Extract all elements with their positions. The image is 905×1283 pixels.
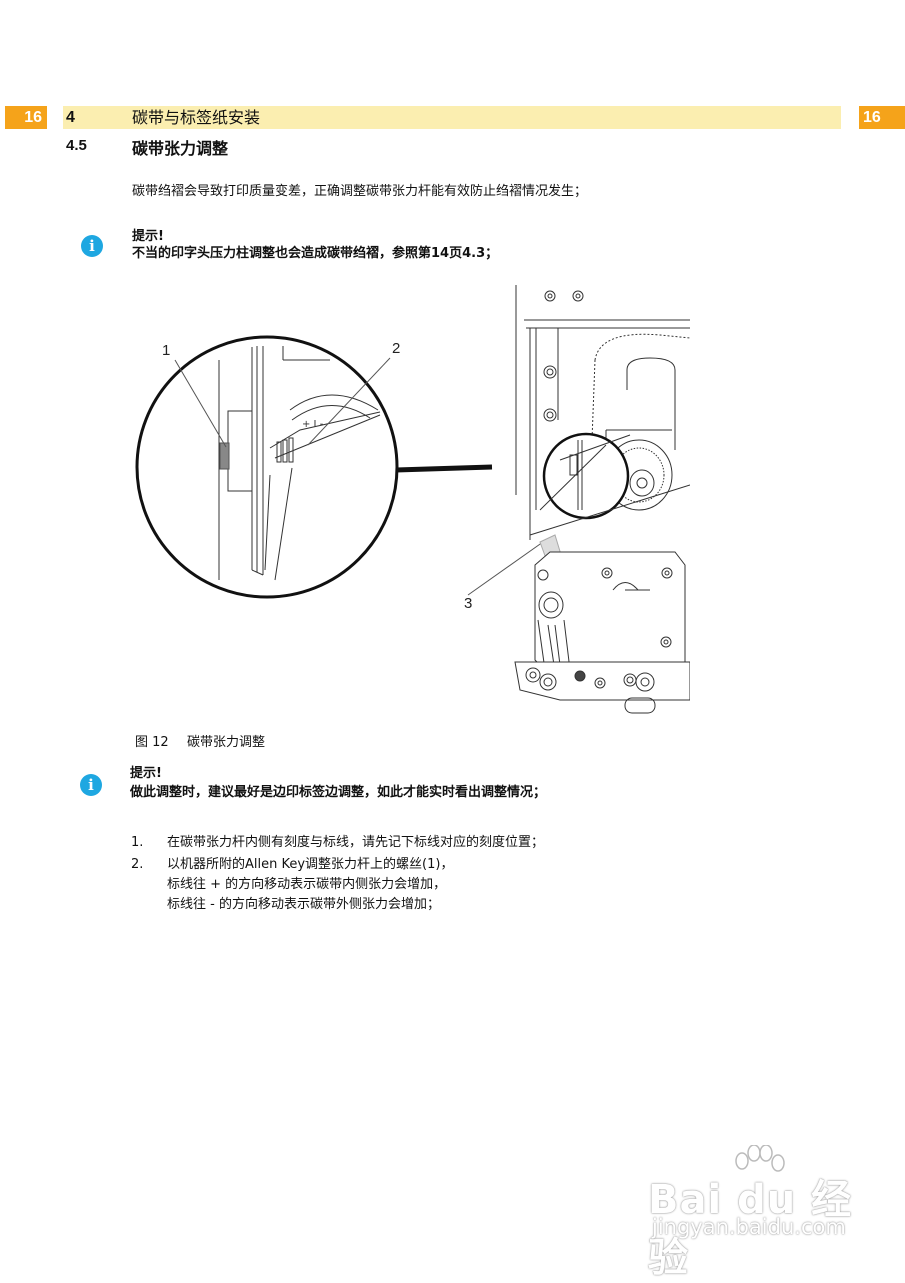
callout-2: 2	[392, 340, 400, 357]
svg-text:+ I -: + I -	[302, 419, 324, 430]
chapter-header-bar: 4 碳带与标签纸安装	[63, 106, 841, 129]
watermark-url: jingyan.baidu.com	[652, 1215, 846, 1239]
step-text: 以机器所附的Allen Key调整张力杆上的螺丝(1)，	[167, 857, 454, 872]
chapter-title: 碳带与标签纸安装	[132, 108, 261, 127]
page-number-left: 16	[5, 106, 47, 129]
page-number-right: 16	[859, 106, 905, 129]
note1-heading: 提示!	[132, 229, 164, 244]
info-icon: i	[81, 235, 103, 257]
info-icon: i	[80, 774, 102, 796]
section-title: 碳带张力调整	[132, 139, 229, 158]
callout-1: 1	[162, 342, 170, 359]
steps-list: 1. 在碳带张力杆内侧有刻度与标线，请先记下标线对应的刻度位置； 2. 以机器所…	[131, 834, 731, 916]
figure-caption-label: 图 12	[135, 735, 169, 750]
step-item: 2. 以机器所附的Allen Key调整张力杆上的螺丝(1)， 标线往 + 的方…	[131, 854, 731, 916]
step-number: 1.	[131, 835, 144, 850]
step-text: 标线往 - 的方向移动表示碳带外侧张力会增加；	[167, 897, 440, 912]
figure-caption-title: 碳带张力调整	[186, 735, 265, 750]
intro-paragraph: 碳带绉褶会导致打印质量变差，正确调整碳带张力杆能有效防止绉褶情况发生；	[132, 184, 588, 199]
note2-text: 做此调整时，建议最好是边印标签边调整，如此才能实时看出调整情况；	[130, 785, 547, 800]
step-number: 2.	[131, 857, 144, 872]
note2-heading: 提示!	[130, 766, 162, 781]
chapter-number: 4	[66, 109, 75, 126]
step-text: 在碳带张力杆内侧有刻度与标线，请先记下标线对应的刻度位置；	[167, 835, 545, 850]
callout-3: 3	[464, 595, 472, 612]
watermark-brand: Bai du 经验	[648, 1177, 853, 1281]
step-item: 1. 在碳带张力杆内侧有刻度与标线，请先记下标线对应的刻度位置；	[131, 834, 731, 854]
note1-text: 不当的印字头压力柱调整也会造成碳带绉褶，参照第14页4.3；	[132, 246, 499, 261]
baidu-jingyan-watermark: Bai du 经验 jingyan.baidu.com	[640, 1145, 870, 1281]
detail-magnifier: + I -	[135, 335, 493, 599]
paw-icon	[735, 1145, 785, 1172]
figure-caption: 图 12 碳带张力调整	[135, 734, 265, 752]
ribbon-tension-figure: + I - 1 2 3	[130, 280, 691, 720]
printer-mechanism	[514, 285, 691, 714]
step-text: 标线往 + 的方向移动表示碳带内侧张力会增加，	[167, 877, 447, 892]
section-number: 4.5	[66, 137, 87, 154]
